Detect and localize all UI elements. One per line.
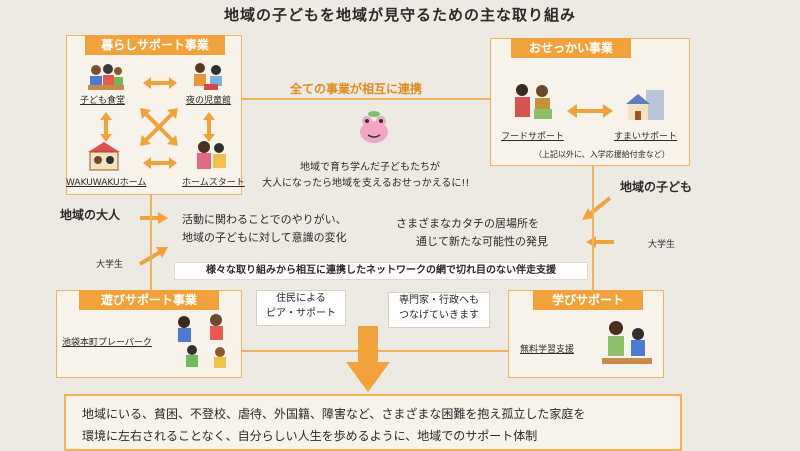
arrow-up-right-icon: [138, 246, 168, 266]
item-wakuwaku-home: WAKUWAKUホーム: [66, 178, 147, 188]
housing-support-illustration: [624, 86, 668, 124]
cross-arrows-icon: [140, 108, 178, 146]
label-local-adults: 地域の大人: [60, 208, 121, 222]
item-housing-support: すまいサポート: [614, 132, 678, 142]
item-play-park: 池袋本町プレーパーク: [62, 338, 152, 348]
arrow-icon: [203, 112, 215, 142]
link-label: 全ての事業が相互に連携: [290, 82, 423, 96]
label-university-students-right: 大学生: [648, 240, 676, 250]
connector-line-left: [150, 195, 152, 290]
arrow-icon: [143, 157, 177, 169]
community-support-line-1: 地域にいる、貧困、不登校、虐待、外国籍、障害など、さまざまな困難を抱え孤立した家…: [82, 407, 586, 421]
expert-referral-tag: 専門家・行政へも つなげていきます: [388, 292, 490, 328]
learning-support-header: 学びサポート: [533, 290, 643, 310]
children-benefit-line-2: 通じて新たな可能性の発見: [416, 235, 548, 248]
food-support-illustration: [510, 82, 556, 124]
living-support-header: 暮らしサポート事業: [85, 35, 225, 55]
mascot-text-line-1: 地域で育ち学んだ子どもたちが: [300, 162, 440, 173]
community-support-box: 地域にいる、貧困、不登校、虐待、外国籍、障害など、さまざまな困難を抱え孤立した家…: [64, 394, 682, 451]
expert-referral-line-2: つなげていきます: [399, 310, 479, 321]
item-food-support: フードサポート: [501, 132, 565, 142]
label-university-students-left: 大学生: [96, 260, 124, 270]
item-free-study-support: 無料学習支援: [520, 345, 575, 355]
osekkai-note: （上記以外に、入学応援給付金など）: [534, 150, 670, 159]
arrow-right-icon: [140, 212, 168, 224]
arrow-icon: [100, 112, 112, 142]
peer-support-line-2: ピア・サポート: [266, 308, 336, 319]
community-support-line-2: 環境に左右されることなく、自分らしい人生を歩めるように、地域でのサポート体制: [82, 429, 538, 443]
expert-referral-line-1: 専門家・行政へも: [399, 295, 479, 306]
mascot-text-line-2: 大人になったら地域を支えるおせっかえるに!!: [262, 178, 470, 189]
play-support-header: 遊びサポート事業: [79, 290, 219, 310]
frog-mascot-icon: [356, 110, 392, 146]
big-down-arrow-icon: [346, 326, 390, 392]
night-childrens-hall-illustration: [190, 60, 230, 92]
network-banner: 様々な取り組みから相互に連携したネットワークの網で切れ目のない伴走支援: [174, 262, 588, 280]
item-home-start: ホームスタート: [182, 178, 245, 188]
label-local-children: 地域の子ども: [620, 180, 693, 194]
wakuwaku-home-illustration: [86, 140, 122, 172]
item-night-childrens-hall: 夜の児童館: [186, 96, 232, 106]
playpark-illustration: [170, 312, 236, 370]
peer-support-line-1: 住民による: [276, 293, 326, 304]
connection-line: [242, 98, 490, 100]
adults-benefit-line-2: 地域の子どもに対して意識の変化: [182, 231, 347, 244]
home-start-illustration: [192, 138, 232, 172]
page-title: 地域の子どもを地域が見守るための主な取り組み: [223, 6, 576, 24]
osekkai-project-header: おせっかい事業: [511, 38, 631, 58]
study-support-illustration: [596, 318, 656, 374]
item-children-cafeteria: 子ども食堂: [80, 96, 126, 106]
peer-support-tag: 住民による ピア・サポート: [256, 290, 346, 326]
connector-line-right: [592, 166, 594, 290]
children-benefit-line-1: さまざまなカタチの居場所を: [396, 217, 539, 230]
arrow-left-icon: [586, 236, 614, 248]
adults-benefit-line-1: 活動に関わることでのやりがい、: [182, 213, 347, 226]
children-cafeteria-illustration: [88, 62, 124, 92]
double-arrow-icon: [567, 104, 613, 118]
arrow-icon: [143, 77, 177, 89]
arrow-down-left-icon: [582, 196, 612, 220]
